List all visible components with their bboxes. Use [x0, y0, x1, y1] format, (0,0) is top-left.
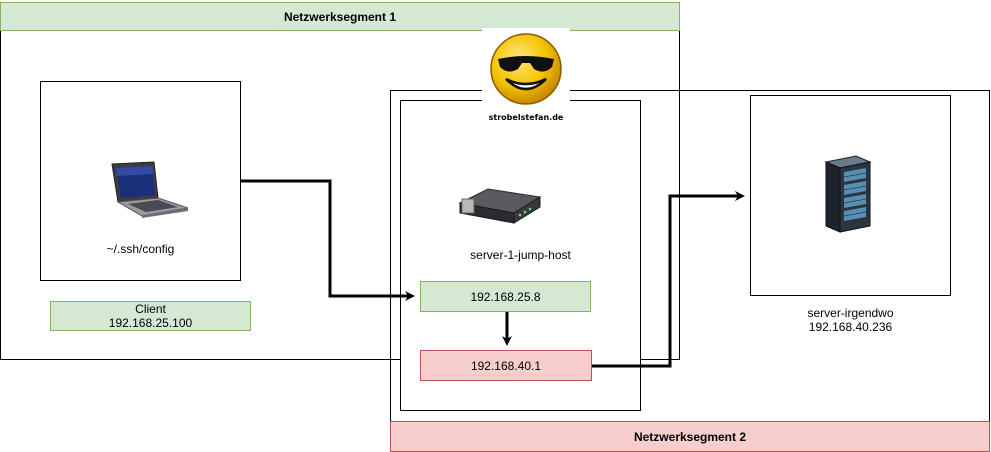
client-info-box: Client 192.168.25.100: [50, 301, 251, 331]
jump-host-ip-segment1: 192.168.25.8: [470, 289, 541, 304]
client-ip: 192.168.25.100: [108, 316, 193, 330]
network-segment-1-banner: Netzwerksegment 1: [0, 2, 680, 31]
sunglasses-smiley-icon: [490, 33, 562, 105]
client-name: Client: [135, 302, 166, 316]
logo: strobelstefan.de: [482, 28, 570, 130]
network-segment-1-label: Netzwerksegment 1: [283, 9, 397, 24]
target-server-info: server-irgendwo 192.168.40.236: [750, 306, 951, 334]
laptop-icon: [111, 161, 189, 218]
jump-host-ip-segment1-box: 192.168.25.8: [420, 281, 591, 312]
target-server-name: server-irgendwo: [807, 306, 894, 320]
jump-host-name: server-1-jump-host: [470, 248, 571, 262]
jump-host-ip-segment2-box: 192.168.40.1: [420, 350, 592, 381]
network-segment-2-label: Netzwerksegment 2: [633, 429, 747, 444]
jump-host-ip-segment2: 192.168.40.1: [470, 358, 542, 373]
server-rack-icon: [824, 155, 872, 233]
router-icon: [458, 188, 542, 224]
network-segment-2-banner: Netzwerksegment 2: [390, 421, 990, 452]
ssh-config-label: ~/.ssh/config: [106, 242, 175, 256]
target-server-ip: 192.168.40.236: [808, 320, 893, 334]
logo-text: strobelstefan.de: [488, 113, 564, 122]
